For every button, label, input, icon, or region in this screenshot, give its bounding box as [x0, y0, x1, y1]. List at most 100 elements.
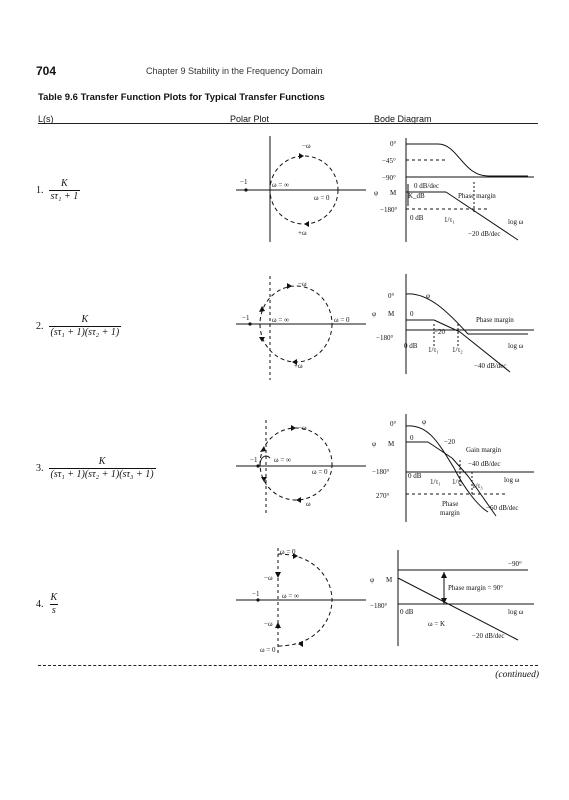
- label-zero: 0: [410, 434, 414, 442]
- label-phi-axis: φ: [372, 310, 376, 318]
- tf-denominator: (sτ₁ + 1)(sτ₂ + 1): [48, 326, 122, 338]
- column-header-bode: Bode Diagram: [374, 114, 432, 124]
- label-deg45: −45°: [382, 157, 396, 165]
- polar-plot-4: ω = 0 −ω −1 ω = ∞ −ω ω = 0: [236, 548, 366, 654]
- label-freq1: 1/τ₁: [444, 216, 455, 224]
- label-minus-one: −1: [240, 178, 248, 186]
- label-zero-db: 0 dB: [400, 608, 414, 616]
- label-minus20: −20: [444, 438, 455, 446]
- transfer-function-2: 2. K(sτ₁ + 1)(sτ₂ + 1): [36, 314, 122, 339]
- tf-numerator: K: [98, 456, 106, 467]
- label-phi: φ: [370, 576, 374, 584]
- label-freq2: 1/τ₂: [452, 346, 463, 354]
- label-phi: φ: [422, 418, 426, 426]
- label-M: M: [386, 576, 393, 584]
- label-minus-omega-2: −ω: [264, 620, 273, 628]
- table-top-rule: [38, 123, 538, 124]
- label-omega-eq-k: ω = K: [428, 620, 445, 628]
- label-zero-db: 0 dB: [408, 472, 422, 480]
- label-phi: φ: [374, 189, 378, 197]
- label-omega-inf: ω = ∞: [282, 592, 299, 600]
- label-slope: −20 dB/dec: [468, 230, 501, 238]
- label-phase-margin-a: Phase: [442, 500, 458, 508]
- label-omega-zero-bottom: ω = 0: [260, 646, 276, 654]
- label-zero-db: 0 dB: [404, 342, 418, 350]
- transfer-function-3: 3. K(sτ₁ + 1)(sτ₂ + 1)(sτ₃ + 1): [36, 456, 156, 481]
- label-phase-margin: Phase margin: [476, 316, 514, 324]
- label-deg0: 0°: [388, 292, 395, 300]
- label-slope-top: 0 dB/dec: [414, 182, 439, 190]
- label-gain-margin: Gain margin: [466, 446, 502, 454]
- label-zero-db: 0 dB: [410, 214, 424, 222]
- label-M: M: [390, 189, 397, 197]
- label-omega-zero: ω = 0: [312, 468, 328, 476]
- label-deg180: −180°: [376, 334, 393, 342]
- label-deg180: −180°: [372, 468, 389, 476]
- label-freq2: 1/τ₂: [452, 478, 463, 486]
- label-slope: −40 dB/dec: [474, 362, 507, 370]
- label-omega-inf: ω = ∞: [272, 181, 289, 189]
- label-phase-margin: Phase margin: [458, 192, 496, 200]
- label-deg180: −180°: [380, 206, 397, 214]
- label-kdb: K_dB: [408, 192, 425, 200]
- label-omega-inf: ω = ∞: [272, 316, 289, 324]
- label-phi: φ: [426, 292, 430, 300]
- label-slope: −20 dB/dec: [472, 632, 505, 640]
- label-phase-margin: Phase margin = 90°: [448, 584, 503, 592]
- label-minus-one: −1: [252, 590, 260, 598]
- tf-denominator: sτ₁ + 1: [48, 190, 81, 202]
- polar-plot-3: −ω −1 ω = ∞ ω = 0 ω: [236, 420, 366, 516]
- label-log-omega: log ω: [508, 608, 524, 616]
- label-minus-omega: −ω: [298, 424, 307, 432]
- row-index: 3.: [36, 463, 44, 474]
- bode-plot-2: 0° φ φ M 0 −180° −20 Phase margin 0 dB 1…: [372, 274, 534, 374]
- bode-plot-1: 0° −45° −90° φ M −180° 0 dB/dec K_dB Pha…: [374, 138, 534, 242]
- row-index: 2.: [36, 321, 44, 332]
- label-phase-margin-b: margin: [440, 509, 460, 517]
- label-slope40: −40 dB/dec: [468, 460, 501, 468]
- label-deg0: 0°: [390, 420, 397, 428]
- label-minus-omega: −ω: [298, 280, 307, 288]
- tf-denominator: s: [49, 604, 58, 616]
- label-log-omega: log ω: [508, 218, 524, 226]
- label-zero: 0: [410, 310, 414, 318]
- tf-numerator: K: [81, 314, 89, 325]
- polar-plot-1: −ω −1 ω = ∞ ω = 0 +ω: [236, 136, 366, 242]
- label-freq3: 1/τ₃: [472, 482, 483, 490]
- table-bottom-rule: [38, 665, 538, 666]
- label-phi-axis: φ: [372, 440, 376, 448]
- label-freq1: 1/τ₁: [430, 478, 441, 486]
- label-plus-omega: ω: [306, 500, 311, 508]
- label-slope: −60 dB/dec: [486, 504, 519, 512]
- tf-numerator: K: [50, 592, 58, 603]
- table-title: Table 9.6 Transfer Function Plots for Ty…: [38, 92, 325, 103]
- column-header-polar: Polar Plot: [230, 114, 270, 124]
- label-omega-zero-top: ω = 0: [280, 548, 296, 556]
- label-minus20: −20: [434, 328, 445, 336]
- label-deg90: −90°: [508, 560, 522, 568]
- tf-denominator: (sτ₁ + 1)(sτ₂ + 1)(sτ₃ + 1): [48, 468, 156, 480]
- polar-plot-2: −ω −1 ω = ∞ ω = 0 +ω: [236, 276, 366, 380]
- continued-note: (continued): [495, 670, 539, 680]
- label-M: M: [388, 310, 395, 318]
- bode-plot-4: −90° φ M Phase margin = 90° −180° 0 dB l…: [370, 550, 534, 646]
- label-log-omega: log ω: [508, 342, 524, 350]
- label-minus-omega: −ω: [264, 574, 273, 582]
- label-freq1: 1/τ₁: [428, 346, 439, 354]
- label-M: M: [388, 440, 395, 448]
- label-omega-zero: ω = 0: [314, 194, 330, 202]
- label-minus-omega: −ω: [302, 142, 311, 150]
- label-plus-omega: +ω: [298, 229, 307, 237]
- bode-plot-3: 0° φ φ M 0 −20 Gain margin −40 dB/dec −1…: [372, 414, 534, 522]
- label-deg90: −90°: [382, 174, 396, 182]
- label-minus-one: −1: [242, 314, 250, 322]
- page-number: 704: [36, 64, 57, 78]
- label-omega-inf: ω = ∞: [274, 456, 291, 464]
- chapter-heading: Chapter 9 Stability in the Frequency Dom…: [146, 66, 323, 76]
- row-index: 4.: [36, 599, 44, 610]
- label-log-omega: log ω: [504, 476, 520, 484]
- tf-numerator: K: [61, 178, 68, 189]
- label-omega-zero: ω = 0: [334, 316, 350, 324]
